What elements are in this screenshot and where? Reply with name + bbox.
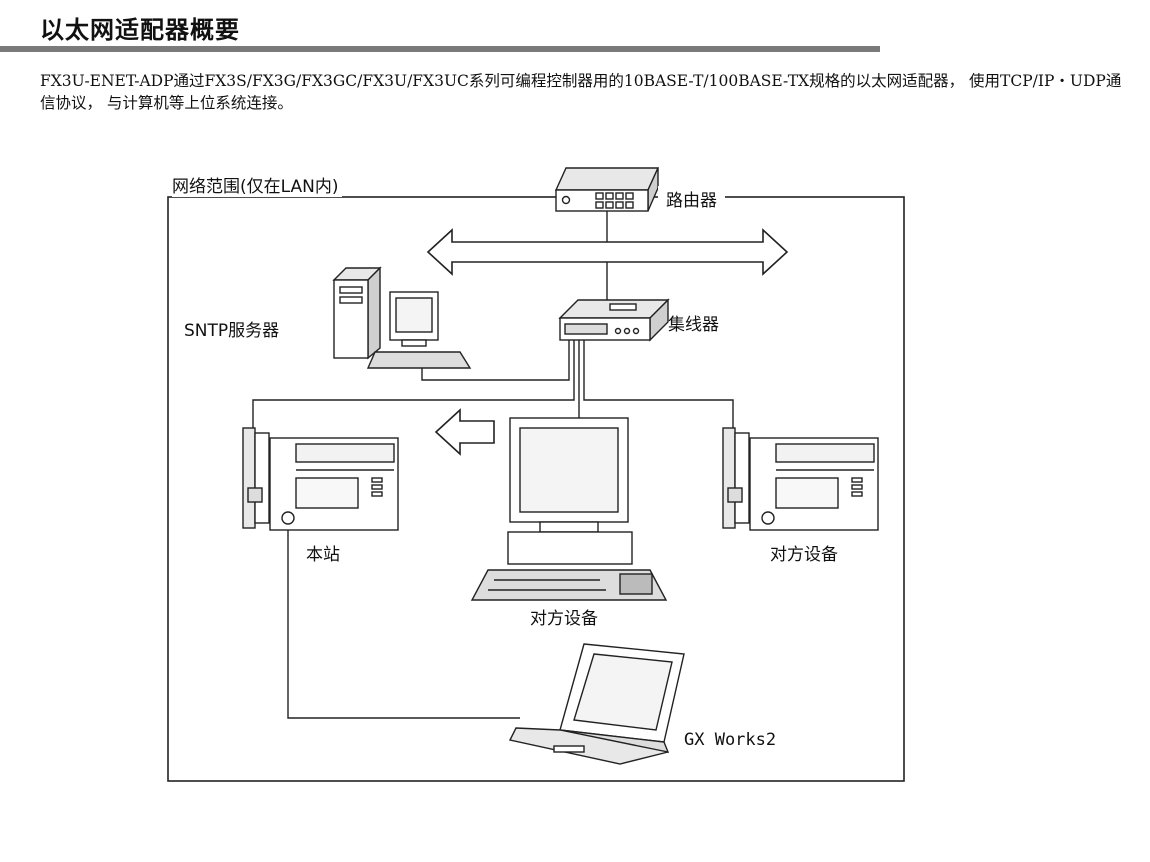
intro-paragraph: FX3U-ENET-ADP通过FX3S/FX3G/FX3GC/FX3U/FX3U…: [40, 72, 1122, 112]
page-title: 以太网适配器概要: [40, 16, 240, 44]
hub-label: 集线器: [668, 315, 719, 335]
sntp-server-icon: [332, 266, 472, 369]
network-scope-label: 网络范围(仅在LAN内): [172, 172, 343, 197]
router-icon: [554, 167, 660, 212]
remote-device-right-label: 对方设备: [770, 545, 838, 565]
network-cables: [252, 211, 734, 719]
workstation-icon: [470, 417, 668, 601]
lan-boundary: [167, 196, 905, 782]
local-plc-icon: [242, 427, 399, 531]
laptop-icon: [508, 643, 685, 765]
title-underline: [0, 46, 880, 52]
direction-arrow: [434, 408, 495, 456]
sntp-server-label: SNTP服务器: [184, 321, 280, 341]
remote-plc-icon: [722, 427, 879, 531]
backbone-arrow: [426, 228, 789, 276]
gx-works-label: GX Works2: [684, 730, 777, 750]
remote-device-center-label: 对方设备: [530, 609, 598, 629]
router-label: 路由器: [658, 186, 725, 211]
local-station-label: 本站: [306, 545, 340, 565]
hub-icon: [558, 298, 670, 342]
